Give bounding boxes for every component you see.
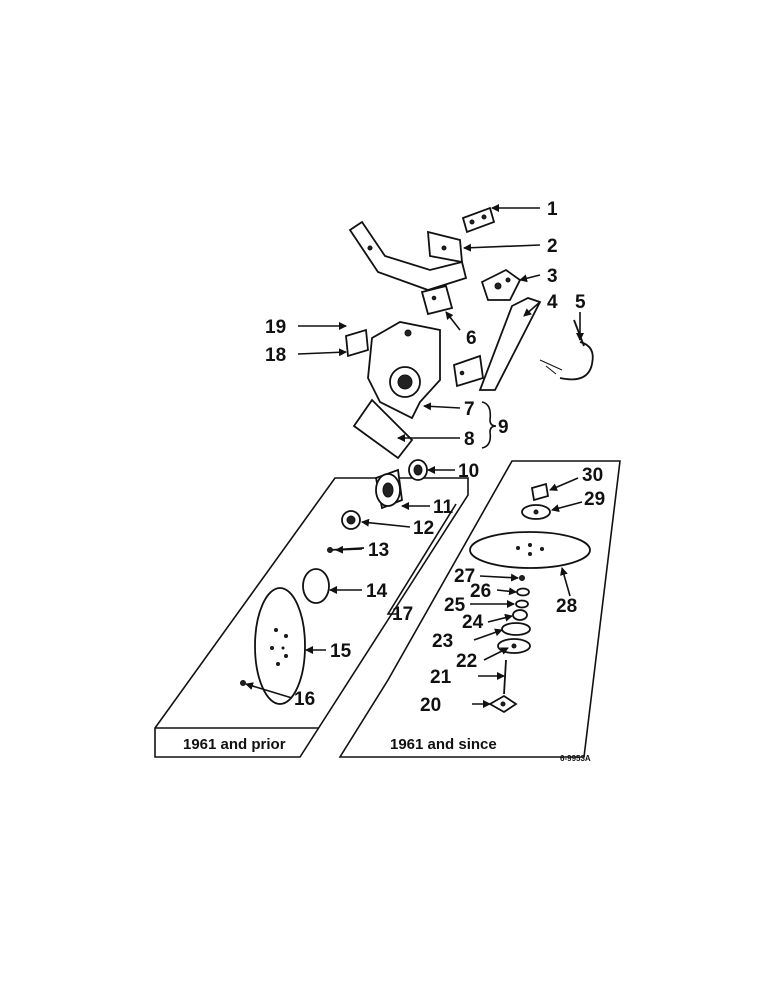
callout-29: 29 (584, 489, 605, 510)
part-10-seal (408, 459, 428, 481)
callout-24: 24 (462, 612, 484, 633)
callout-12: 12 (413, 518, 434, 539)
part-3-clamp (480, 268, 522, 301)
callout-1: 1 (547, 199, 558, 220)
panel-label-since: 1961 and since (390, 736, 497, 753)
part-15-disk (254, 587, 306, 705)
callout-30: 30 (582, 465, 603, 486)
part-30-nut (530, 482, 550, 502)
callout-21: 21 (430, 667, 452, 688)
panel-1961-and-prior: 1961 and prior (154, 477, 469, 758)
part-21-bolt (503, 659, 507, 695)
part-2-arm (348, 220, 468, 291)
leader-lines (245, 204, 584, 708)
callout-14: 14 (366, 581, 388, 602)
callout-19: 19 (265, 317, 286, 338)
part-24-spacer (512, 609, 528, 621)
panel-1961-and-since: 1961 and since 6-9953A (338, 460, 621, 763)
callout-7: 7 (464, 399, 475, 420)
part-29-washer (521, 504, 551, 520)
callout-17: 17 (392, 604, 413, 625)
callout-2: 2 (547, 236, 558, 257)
part-5-u-bolt (539, 319, 594, 381)
callout-9: 9 (498, 417, 509, 438)
callout-10: 10 (458, 461, 479, 482)
part-7-bracket (367, 321, 441, 420)
part-4-post (453, 297, 542, 391)
part-1-plate (461, 206, 496, 234)
callout-16: 16 (294, 689, 315, 710)
part-11-hub (374, 468, 403, 510)
callout-4: 4 (547, 292, 558, 313)
callout-18: 18 (265, 345, 286, 366)
callout-25: 25 (444, 595, 466, 616)
part-6-plate (420, 284, 454, 316)
callout-5: 5 (575, 292, 586, 313)
callout-27: 27 (454, 566, 475, 587)
part-26-washer (516, 587, 530, 597)
part-18-clip (345, 328, 369, 358)
panel-label-prior: 1961 and prior (183, 736, 286, 753)
callout-23: 23 (432, 631, 453, 652)
callout-28: 28 (556, 596, 577, 617)
part-20-nut (488, 694, 518, 714)
part-16-pin (240, 680, 246, 686)
callout-3: 3 (547, 266, 558, 287)
part-27-bolt (519, 575, 525, 581)
part-23-hub-plate (501, 622, 531, 636)
callout-11: 11 (433, 497, 454, 518)
part-28-disk (469, 531, 591, 569)
part-14-ring (302, 568, 330, 604)
part-25-washer (515, 599, 529, 609)
callout-numbers: 1 2 3 4 5 6 7 8 9 10 11 12 13 14 15 16 1… (265, 199, 605, 716)
callout-6: 6 (466, 328, 477, 349)
callout-13: 13 (368, 540, 389, 561)
drawing-code: 6-9953A (560, 754, 591, 763)
callout-15: 15 (330, 641, 352, 662)
part-8-scraper-blade (352, 398, 414, 460)
callout-8: 8 (464, 429, 475, 450)
callout-26: 26 (470, 581, 491, 602)
part-12-bearing (341, 510, 361, 530)
callout-22: 22 (456, 651, 477, 672)
callout-20: 20 (420, 695, 441, 716)
